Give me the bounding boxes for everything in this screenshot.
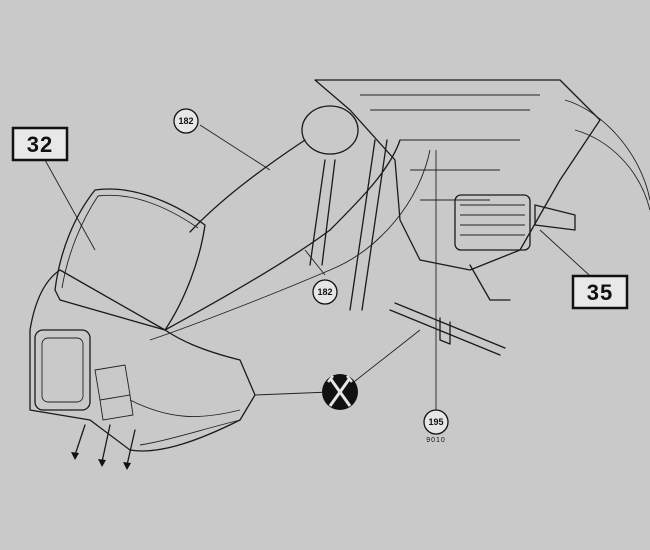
svg-text:195: 195 [428, 417, 443, 427]
cylinder-head [454, 194, 531, 251]
callout-35: 35 [571, 274, 629, 310]
windscreen [54, 188, 206, 331]
svg-text:182: 182 [317, 287, 332, 297]
cable-182-top [189, 139, 306, 233]
svg-text:32: 32 [27, 132, 53, 157]
centre-stand-bar [389, 302, 506, 356]
direction-arrows [71, 424, 136, 470]
headlamp-shell [301, 105, 359, 155]
callout-32: 32 [11, 126, 69, 162]
callout-182-top: 182 [173, 108, 199, 134]
tool-symbol-icon [322, 374, 358, 410]
svg-text:182: 182 [178, 116, 193, 126]
headlight [34, 329, 91, 411]
callout-182-bottom: 182 [312, 279, 338, 305]
exhaust [534, 204, 576, 231]
engine-outline [314, 79, 601, 271]
svg-text:35: 35 [587, 280, 613, 305]
cable-182-bottom [164, 139, 401, 331]
callout-195: 195 9010 [423, 409, 449, 444]
svg-text:9010: 9010 [426, 437, 446, 444]
fork-left [309, 159, 336, 266]
fairing [29, 269, 256, 452]
fork-right [349, 139, 388, 311]
